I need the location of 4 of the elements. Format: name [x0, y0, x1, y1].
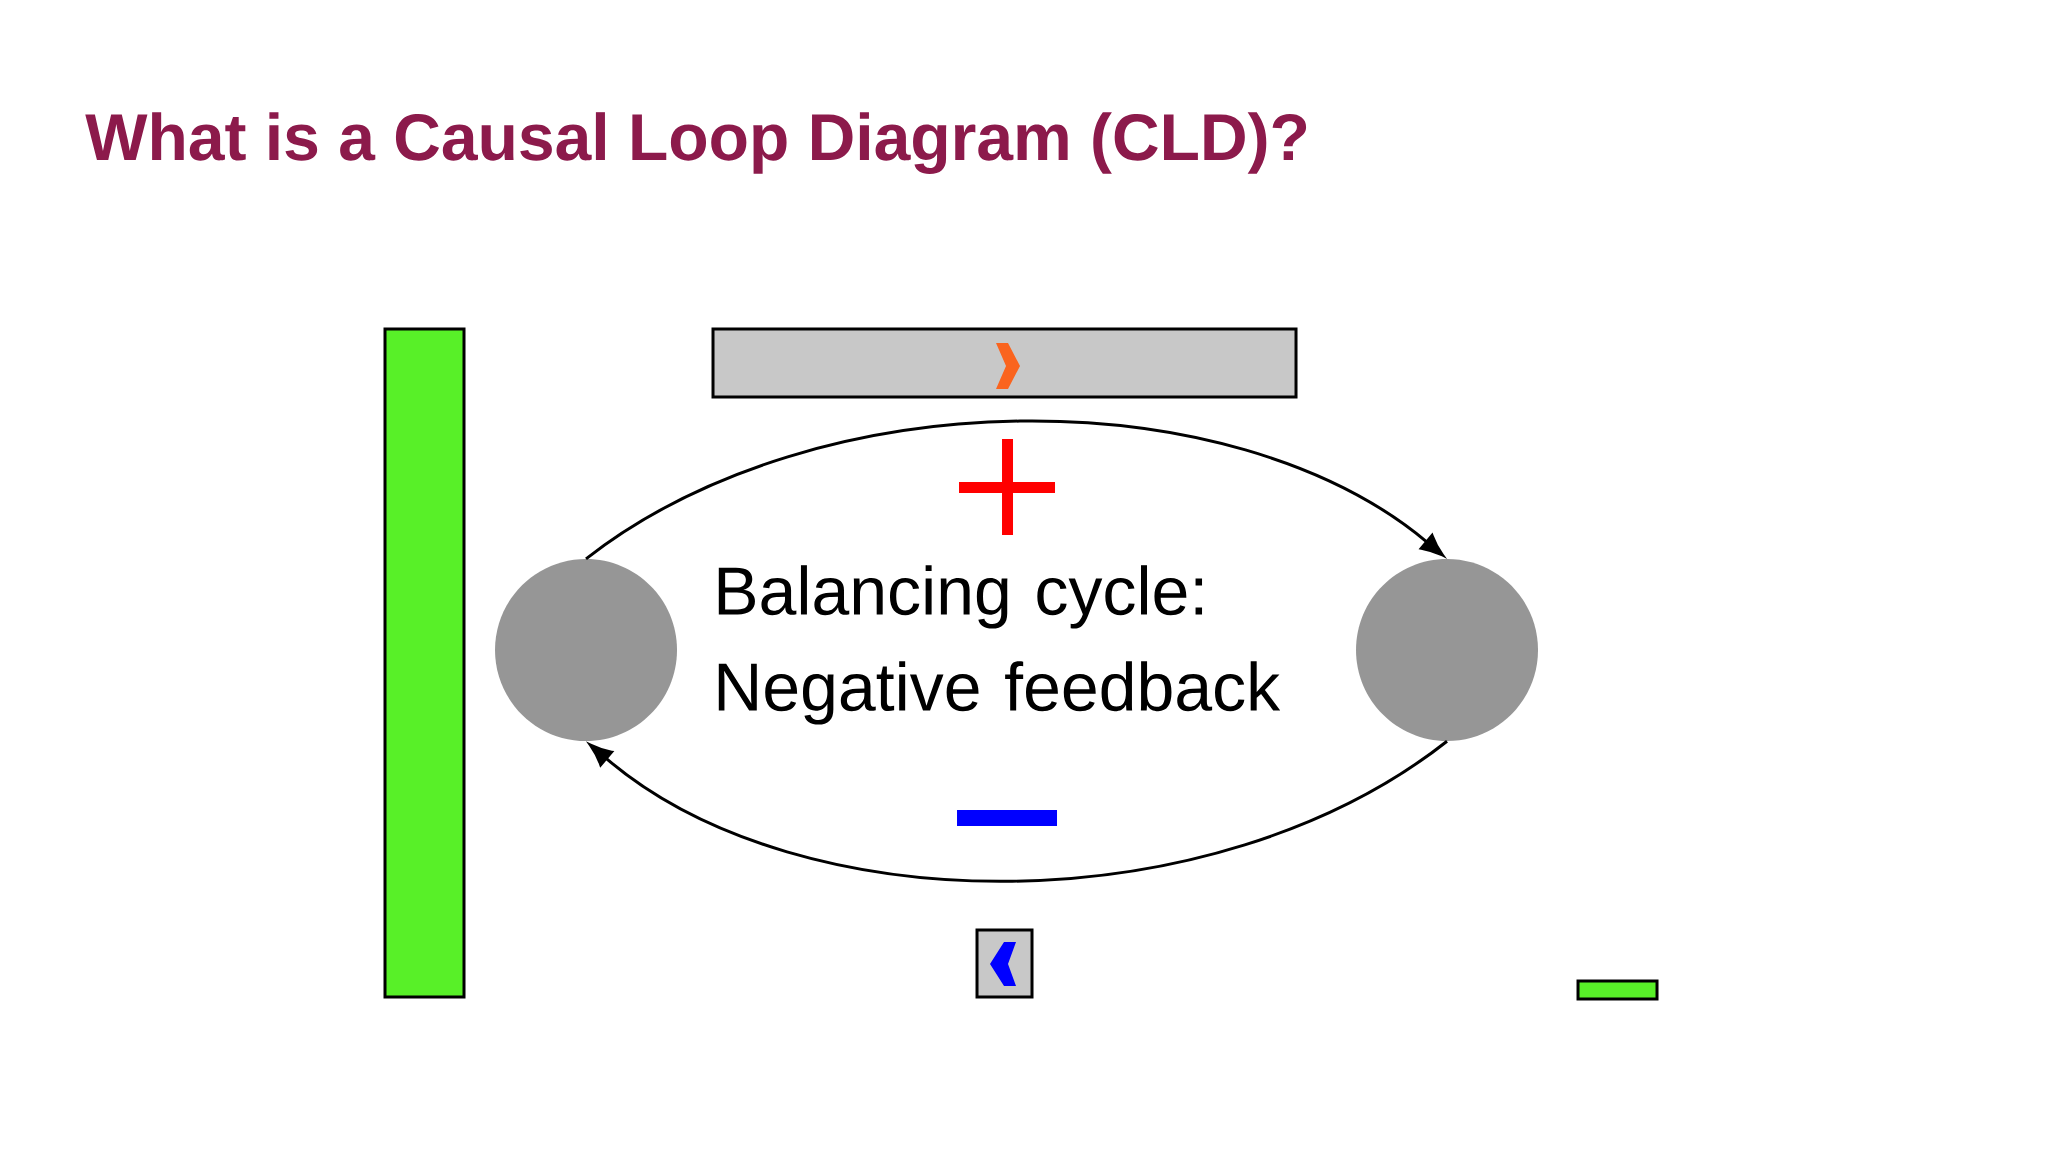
- circle: [495, 559, 677, 741]
- circle: [1356, 559, 1538, 741]
- loop-label: Balancing cycle: Negative feedback: [718, 565, 1281, 725]
- title: What is a Causal Loop Diagram (CLD)?: [85, 112, 1307, 174]
